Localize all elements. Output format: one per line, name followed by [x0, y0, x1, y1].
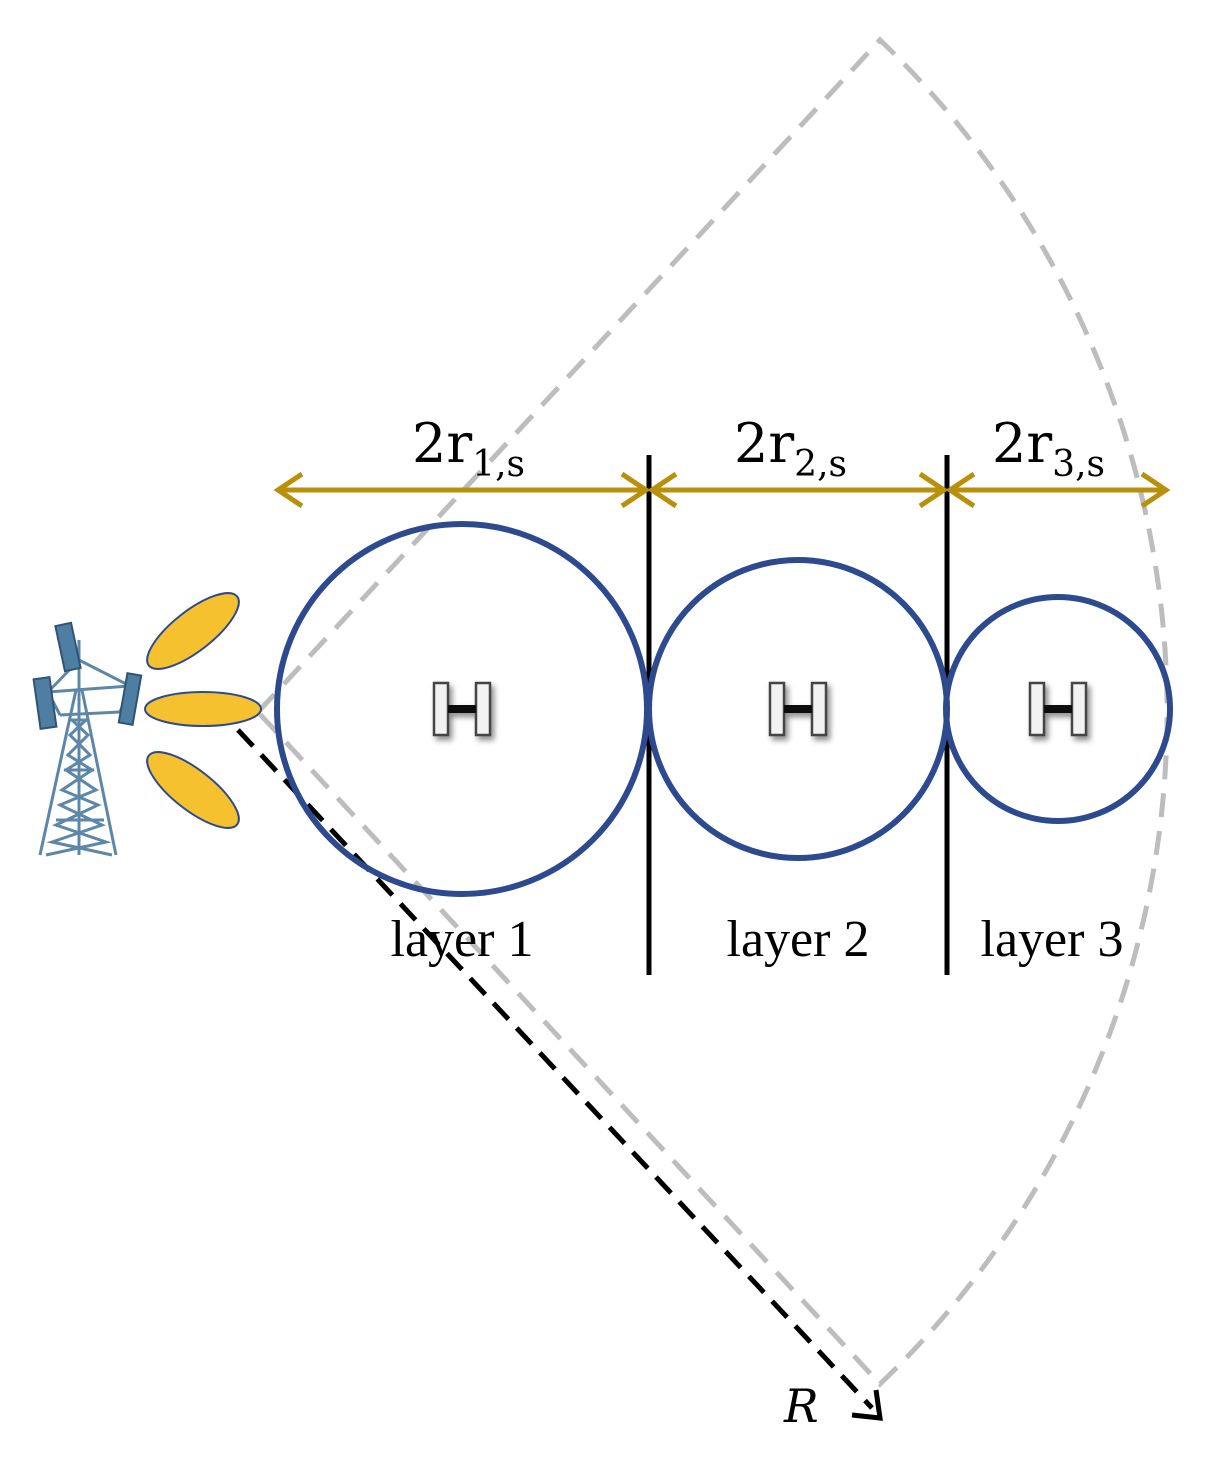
layer-2-width-sub: 2,s [794, 444, 847, 485]
layer-3-name: layer 3 [981, 911, 1124, 968]
layer-3-coverage-circle [943, 594, 1173, 824]
layer-2-width-base: 2r [734, 412, 794, 475]
layer-1-name: layer 1 [391, 911, 534, 968]
tower-antenna-panels [32, 621, 143, 730]
layer-1-width-sub: 1,s [472, 444, 525, 485]
layer-1-width-label: 2r1,s [412, 412, 525, 485]
layer-3-width-base: 2r [992, 412, 1052, 475]
radius-label: R [783, 1379, 819, 1433]
radius-arrow [236, 728, 883, 1421]
hospital-h-icon [1028, 681, 1088, 737]
layer-3-width-arrow [945, 471, 1171, 509]
antenna-beam-icon [146, 592, 240, 670]
layer-3-width-label: 2r3,s [992, 412, 1105, 485]
hospital-h-icon [768, 681, 828, 737]
antenna-beam-icon [146, 751, 240, 829]
antenna-beam-icon [144, 691, 262, 727]
layer-2-name: layer 2 [727, 911, 870, 968]
cell-tower-icon [38, 640, 132, 857]
hospital-h-icon [432, 681, 492, 737]
layer-2-width-label: 2r2,s [734, 412, 847, 485]
layer-1-width-arrow [273, 471, 651, 509]
layer-3-width-sub: 3,s [1052, 444, 1105, 485]
layer-1-width-base: 2r [412, 412, 472, 475]
layer-2-width-arrow [647, 471, 949, 509]
